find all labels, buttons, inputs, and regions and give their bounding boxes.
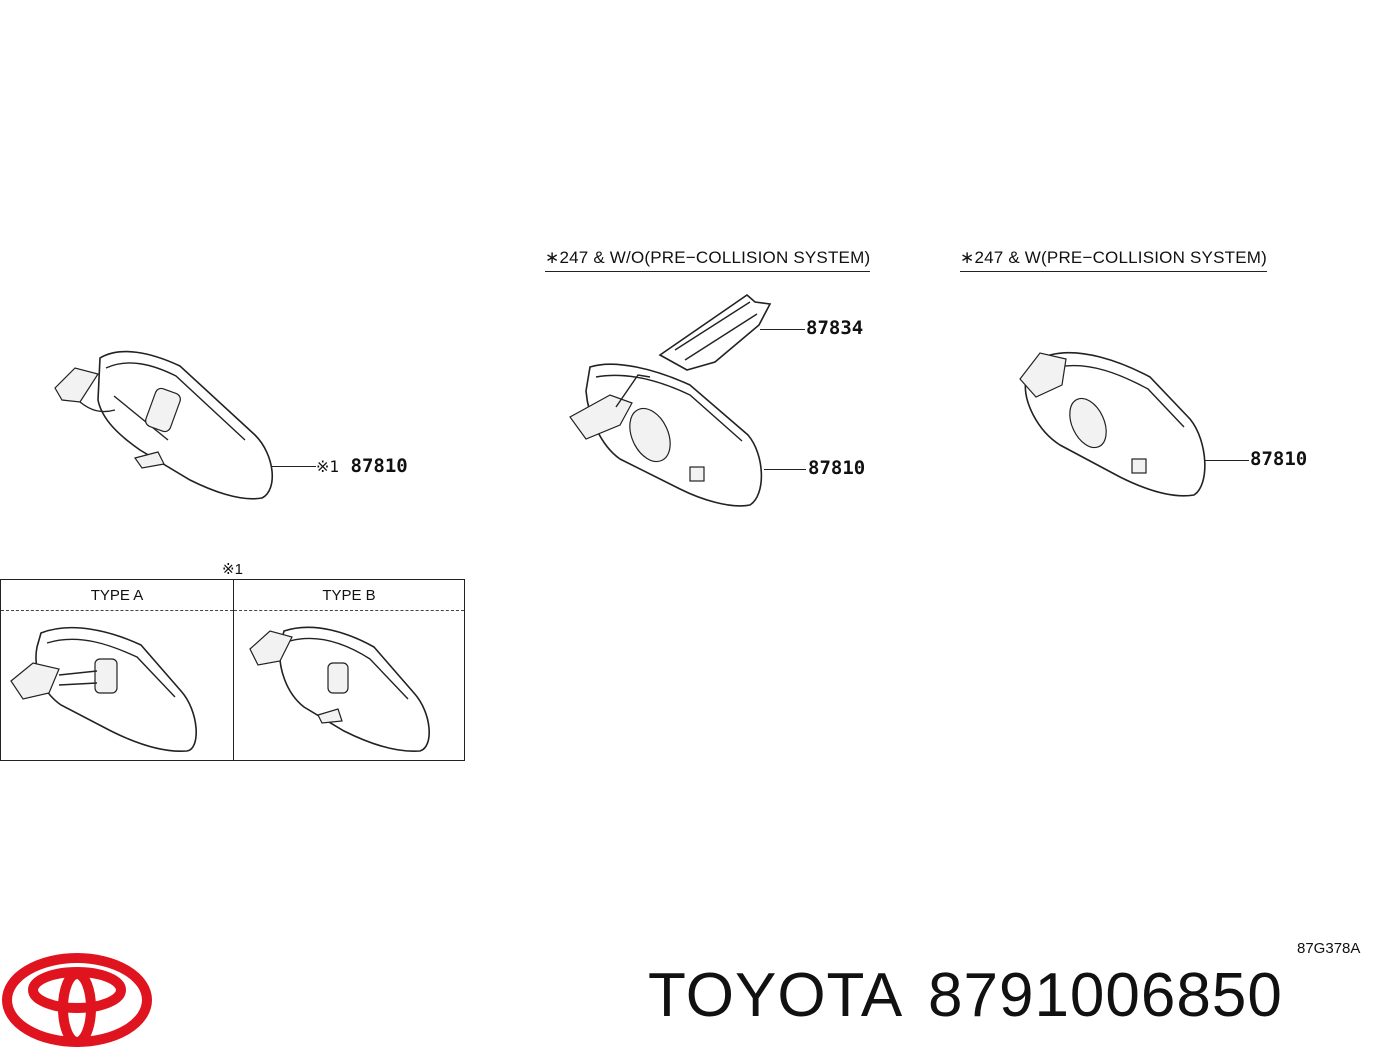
type-b-mirror-drawing (249, 626, 430, 752)
type-a-mirror-drawing (10, 626, 197, 752)
bracket-drawing (655, 290, 775, 375)
type-a-header: TYPE A (1, 580, 233, 611)
leader-line-left (272, 466, 316, 467)
part-87810-right-callout: 87810 (1250, 448, 1308, 470)
footer-part-number: 8791006850 (928, 961, 1283, 1030)
part-87834-callout: 87834 (806, 317, 864, 339)
type-b-cell: TYPE B (234, 580, 464, 760)
diagram-code: 87G378A (1297, 940, 1361, 957)
toyota-logo-icon (2, 953, 152, 1047)
mirror-drawing-middle (560, 355, 770, 515)
toyota-logo (0, 950, 155, 1050)
leader-line-87834 (760, 329, 805, 330)
part-87810-middle-callout: 87810 (808, 457, 866, 479)
type-table: TYPE A TYPE B (0, 579, 465, 761)
right-heading: ∗247 & W(PRE−COLLISION SYSTEM) (960, 248, 1267, 272)
note-mark: ※1 (316, 457, 340, 476)
middle-heading: ∗247 & W/O(PRE−COLLISION SYSTEM) (545, 248, 871, 272)
type-table-note-mark: ※1 (222, 561, 243, 578)
left-part-callout: ※1 87810 (316, 455, 408, 477)
footer-brand-part: TOYOTA 8791006850 (648, 960, 1283, 1031)
part-number-label: 87810 (350, 455, 408, 477)
mirror-drawing-left (40, 340, 290, 510)
brand-name: TOYOTA (648, 961, 900, 1030)
type-b-header: TYPE B (234, 580, 464, 611)
leader-line-87810-right (1205, 460, 1249, 461)
mirror-drawing-right (1010, 345, 1220, 510)
leader-line-87810-middle (764, 469, 806, 470)
type-a-cell: TYPE A (1, 580, 234, 760)
